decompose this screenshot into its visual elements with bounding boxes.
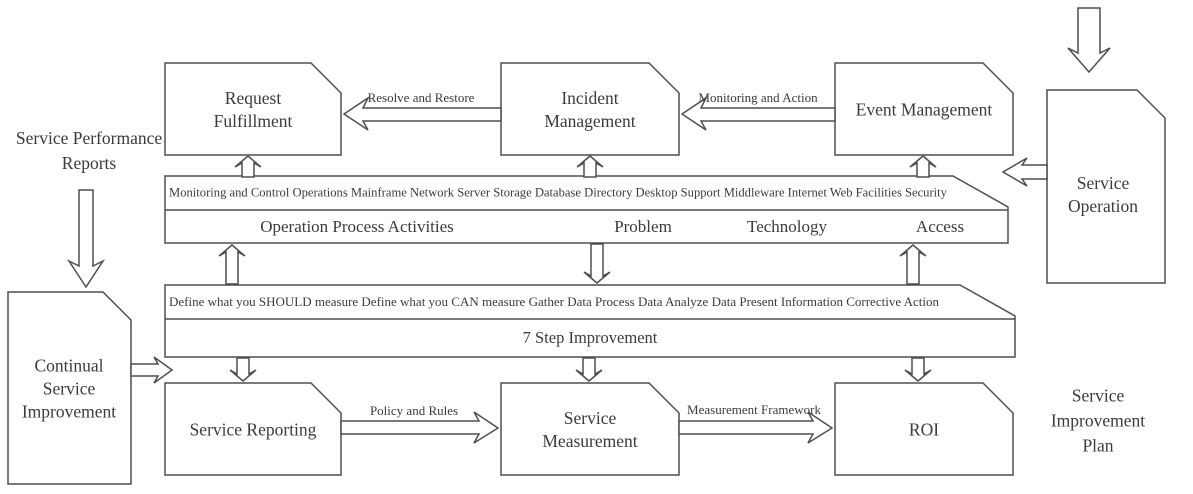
problem-label: Problem [614,217,672,236]
roi-shape [834,382,1014,476]
request-fulfillment-label: Request Fulfillment [213,87,293,131]
incident-management-label: Incident Management [544,87,636,131]
technology-label: Technology [746,217,828,236]
event-management-label: Event Management [855,99,993,120]
service-operation-to-band-arrow [1001,157,1048,187]
service-reporting-label: Service Reporting [189,419,317,440]
band-to-roi-arrow [904,357,932,382]
service-reporting-shape [164,382,342,476]
resolve-and-restore-label: Resolve and Restore [367,90,475,105]
measurement-framework-arrow [678,411,834,444]
monitoring-and-action-arrow [680,95,836,131]
band-to-service-measurement-arrow [575,357,603,382]
measurement-framework-label: Measurement Framework [687,402,821,417]
service-operation-label: Service Operation [1068,172,1138,216]
continual-service-improvement-label: Continual Service Improvement [21,355,117,422]
service-performance-reports-label: Service Performance Reports [15,128,163,173]
improvement-band-detail-text: Define what you SHOULD measure Define wh… [169,294,940,309]
service-operation-shape [1046,89,1166,284]
improvement-to-operation-up-arrow-right [899,244,927,285]
request-fulfillment-shape [164,62,342,156]
band-to-event-management-arrow [909,155,937,178]
roi-label: ROI [908,419,940,440]
band-to-request-fulfillment-arrow [234,155,262,178]
policy-and-rules-label: Policy and Rules [369,403,459,418]
performance-reports-down-arrow [66,189,106,289]
continual-service-improvement-shape [7,291,132,485]
top-right-down-arrow [1067,7,1111,74]
service-improvement-plan-label: Service Improvement Plan [1050,385,1146,456]
operation-process-activities-label: Operation Process Activities [260,217,454,236]
monitoring-and-action-label: Monitoring and Action [698,90,818,105]
service-measurement-label: Service Measurement [542,407,638,451]
improvement-to-operation-up-arrow-left [218,244,246,285]
incident-management-shape [500,62,680,156]
band-to-incident-management-arrow [576,155,604,178]
csi-to-band-arrow [130,356,174,384]
resolve-and-restore-arrow [342,95,502,131]
service-measurement-shape [500,382,680,476]
improvement-band-shape [164,284,1016,358]
access-label: Access [915,217,965,236]
policy-and-rules-arrow [340,411,500,444]
event-management-shape [834,62,1014,156]
band-to-service-reporting-arrow [229,357,257,382]
operation-to-improvement-down-arrow [583,243,611,284]
seven-step-improvement-label: 7 Step Improvement [522,328,658,347]
operation-band-detail-text: Monitoring and Control Operations Mainfr… [169,185,947,200]
